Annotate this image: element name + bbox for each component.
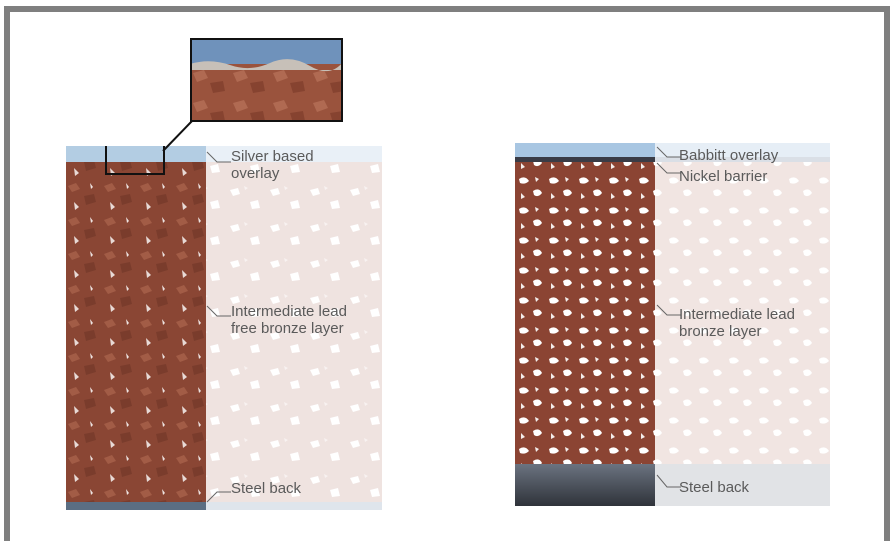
left-steel-layer	[66, 502, 206, 510]
right-steel-layer	[515, 464, 655, 506]
label-babbitt-overlay: Babbitt overlay	[679, 147, 778, 164]
label-left-steel: Steel back	[231, 480, 301, 497]
label-silver-overlay-line1: Silver based	[231, 148, 314, 165]
label-right-intermediate-line2: bronze layer	[679, 323, 795, 340]
right-bronze-layer	[515, 162, 655, 464]
label-left-intermediate-line2: free bronze layer	[231, 320, 347, 337]
label-right-steel: Steel back	[679, 479, 749, 496]
magnified-inset	[190, 38, 343, 122]
label-left-intermediate-line1: Intermediate lead	[231, 303, 347, 320]
label-silver-overlay-line2: overlay	[231, 165, 314, 182]
right-overlay-layer	[515, 143, 655, 157]
label-silver-overlay: Silver based overlay	[231, 148, 314, 182]
inset-connector-line	[160, 118, 200, 154]
label-right-intermediate: Intermediate lead bronze layer	[679, 306, 795, 340]
right-nickel-barrier	[515, 157, 655, 162]
label-left-intermediate: Intermediate lead free bronze layer	[231, 303, 347, 337]
label-nickel-barrier: Nickel barrier	[679, 168, 767, 185]
label-right-intermediate-line1: Intermediate lead	[679, 306, 795, 323]
left-bronze-layer	[66, 162, 206, 504]
